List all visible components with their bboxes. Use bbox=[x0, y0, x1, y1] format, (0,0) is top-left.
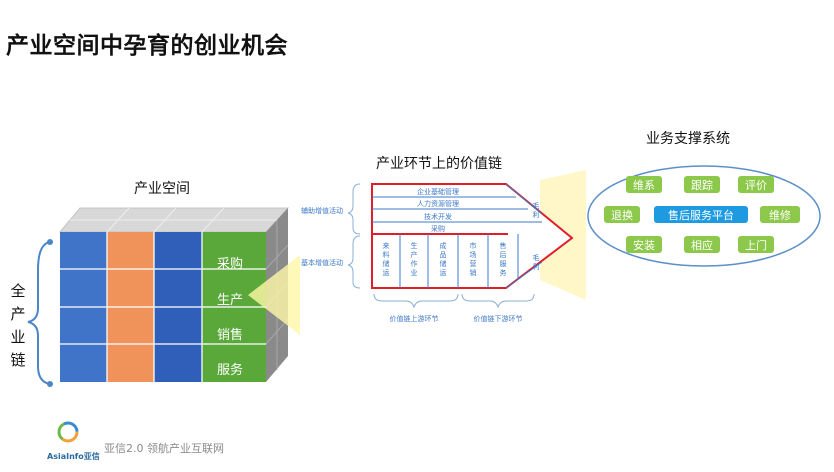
downstream-label: 价值链下游环节 bbox=[474, 314, 523, 323]
downstream-brace bbox=[461, 293, 535, 309]
basic-activity-label: 市场营销 bbox=[470, 241, 477, 277]
margin-char: 利 bbox=[533, 210, 540, 219]
basic-activity-label: 生产作业 bbox=[411, 241, 418, 277]
support-row-label: 技术开发 bbox=[424, 212, 452, 221]
industry-space-caption: 产业空间 bbox=[134, 181, 190, 197]
footer-tagline: 亚信2.0 领航产业互联网 bbox=[104, 442, 224, 455]
light-beam bbox=[248, 255, 300, 335]
service-pill-label: 安装 bbox=[633, 238, 655, 252]
service-pill bbox=[760, 206, 800, 223]
after-sales-platform-pill bbox=[654, 206, 748, 223]
stage-label-sales: 销售 bbox=[217, 327, 243, 343]
service-pill-label: 维系 bbox=[633, 179, 655, 192]
service-pill-label: 相应 bbox=[691, 238, 713, 252]
full-chain-char: 全 bbox=[10, 282, 26, 300]
support-row-label: 人力资源管理 bbox=[417, 199, 459, 208]
support-row-label: 企业基础管理 bbox=[417, 187, 459, 196]
service-pill bbox=[684, 176, 720, 193]
support-system-caption: 业务支撑系统 bbox=[646, 131, 730, 147]
brace-bottom-dot bbox=[47, 381, 53, 387]
margin-char: 利 bbox=[533, 262, 540, 271]
service-pill-label: 退换 bbox=[611, 208, 633, 222]
stage-label-procurement: 采购 bbox=[217, 256, 243, 272]
service-pill-label: 评价 bbox=[745, 179, 767, 192]
support-brace bbox=[347, 183, 361, 235]
upstream-brace bbox=[373, 293, 459, 309]
asiainfo-logo-text: AsiaInfo亚信 bbox=[47, 452, 100, 461]
after-sales-platform-label: 售后服务平台 bbox=[668, 208, 734, 222]
support-activities-label: 辅助增值活动 bbox=[301, 206, 343, 215]
service-pill-label: 上门 bbox=[745, 238, 767, 252]
service-pill-label: 维修 bbox=[769, 208, 791, 222]
service-pill-label: 跟踪 bbox=[691, 178, 713, 192]
full-chain-label: 全 产 业 链 bbox=[10, 280, 26, 372]
value-chain-diagram: 辅助增值活动 基本增值活动 企业基础管理 人力资源管理 技术开发 采购 来料储运… bbox=[301, 170, 586, 323]
margin-char: 毛 bbox=[533, 201, 540, 210]
full-chain-char: 链 bbox=[10, 351, 26, 369]
full-chain-char: 业 bbox=[10, 328, 26, 346]
stage-label-production: 生产 bbox=[217, 293, 243, 308]
service-pill bbox=[738, 236, 774, 253]
value-chain-caption: 产业环节上的价值链 bbox=[376, 156, 502, 172]
page-title: 产业空间中孕育的创业机会 bbox=[6, 33, 288, 59]
upstream-label: 价值链上游环节 bbox=[390, 314, 439, 323]
basic-activities-label: 基本增值活动 bbox=[301, 258, 343, 267]
brace-top-dot bbox=[47, 239, 53, 245]
basic-activity-label: 售后服务 bbox=[500, 241, 507, 277]
asiainfo-logo-icon bbox=[57, 421, 79, 443]
full-chain-char: 产 bbox=[10, 305, 26, 323]
value-chain-arrow bbox=[371, 183, 574, 289]
service-pill bbox=[626, 176, 662, 193]
service-pill bbox=[684, 236, 720, 253]
stage-label-service: 服务 bbox=[217, 362, 243, 378]
basic-activity-label: 来料储运 bbox=[383, 242, 390, 277]
support-row-label: 采购 bbox=[431, 224, 445, 233]
margin-char: 毛 bbox=[533, 253, 540, 262]
service-pill bbox=[604, 206, 640, 223]
service-pill bbox=[626, 236, 662, 253]
service-pill bbox=[738, 176, 774, 193]
full-chain-brace bbox=[27, 241, 51, 385]
industry-space-cube: 采购 生产 销售 服务 bbox=[27, 207, 300, 387]
basic-activity-label: 成品储运 bbox=[440, 241, 447, 277]
basic-brace bbox=[347, 235, 361, 289]
